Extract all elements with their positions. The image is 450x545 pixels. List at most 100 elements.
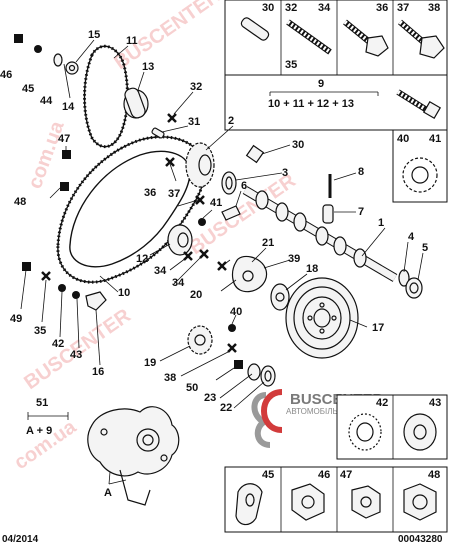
callout-41: 41 bbox=[210, 197, 222, 209]
callout-50: 50 bbox=[186, 382, 198, 394]
idler-pulley bbox=[167, 224, 193, 256]
long-bolt-icon bbox=[396, 89, 442, 120]
footer: 04/2014 00043280 bbox=[2, 534, 443, 545]
tensioner-pulley bbox=[123, 87, 149, 119]
callout-32: 32 bbox=[190, 81, 202, 93]
callout-A: A bbox=[104, 487, 112, 499]
box-label-45: 45 bbox=[262, 469, 274, 481]
callout-5: 5 bbox=[422, 242, 428, 254]
fastener-box-row2: 9 10 + 11 + 12 + 13 bbox=[224, 74, 448, 131]
clip-icon bbox=[235, 483, 263, 526]
callout-6: 6 bbox=[241, 180, 247, 192]
callout-23: 23 bbox=[204, 392, 216, 404]
seal-23 bbox=[247, 363, 261, 381]
timing-belt-upper bbox=[83, 44, 129, 149]
callout-19: 19 bbox=[144, 357, 156, 369]
timing-belt-main bbox=[56, 135, 207, 284]
leader-lines bbox=[20, 39, 424, 485]
callout-34b: 34 bbox=[172, 277, 185, 289]
callout-12: 12 bbox=[136, 253, 148, 265]
end-cap-5 bbox=[405, 277, 423, 299]
callout-16: 16 bbox=[92, 366, 104, 378]
callout-30: 30 bbox=[292, 139, 304, 151]
flange-plate-18 bbox=[270, 283, 290, 311]
callout-1: 1 bbox=[378, 217, 384, 229]
callout-3: 3 bbox=[282, 167, 288, 179]
fastener-box-row4: 42 43 bbox=[336, 394, 448, 460]
stud-icon bbox=[286, 19, 332, 55]
tensioner-nut-15 bbox=[65, 61, 79, 75]
callout-10: 10 bbox=[118, 287, 130, 299]
markers bbox=[14, 34, 243, 369]
callout-35: 35 bbox=[34, 325, 46, 337]
fastener-box-row3: 40 41 bbox=[392, 129, 448, 203]
square-key-30 bbox=[245, 144, 265, 164]
footer-date: 04/2014 bbox=[2, 534, 39, 545]
callout-49: 49 bbox=[10, 313, 22, 325]
box-label-46: 46 bbox=[318, 469, 330, 481]
crank-sprocket bbox=[187, 325, 213, 355]
crankshaft-pulley bbox=[285, 277, 359, 359]
seal-22 bbox=[260, 365, 276, 387]
box-label-48: 48 bbox=[428, 469, 440, 481]
camshaft-sprocket bbox=[185, 142, 215, 188]
cage-nut-icon bbox=[351, 485, 381, 519]
fastener-box-row5: 45 46 47 48 bbox=[224, 466, 448, 533]
box-label-47: 47 bbox=[340, 469, 352, 481]
callout-31: 31 bbox=[188, 116, 200, 128]
callout-47: 47 bbox=[58, 133, 70, 145]
hex-bolt-icon bbox=[398, 19, 445, 59]
callout-34a: 34 bbox=[154, 265, 167, 277]
hex-nut-icon bbox=[403, 483, 437, 521]
toothed-washer-icon bbox=[348, 413, 382, 451]
box-label-41: 41 bbox=[429, 133, 441, 145]
box-label-40: 40 bbox=[397, 133, 409, 145]
callout-15: 15 bbox=[88, 29, 100, 41]
water-pump bbox=[87, 406, 180, 506]
hub-21 bbox=[231, 255, 268, 293]
callout-17: 17 bbox=[372, 322, 384, 334]
box-label-32: 32 bbox=[285, 2, 297, 14]
washer-44 bbox=[53, 53, 63, 67]
callout-45: 45 bbox=[22, 83, 34, 95]
callout-labels: 1 2 3 4 5 6 7 8 10 11 12 13 14 15 16 17 … bbox=[0, 29, 428, 499]
callout-14: 14 bbox=[62, 101, 75, 113]
plain-washer-icon bbox=[403, 413, 437, 451]
callout-18: 18 bbox=[306, 263, 318, 275]
flange-nut-icon bbox=[291, 483, 325, 521]
callout-42: 42 bbox=[52, 338, 64, 350]
bracket-16 bbox=[85, 291, 107, 311]
dowel-pin-icon bbox=[240, 17, 270, 41]
box-label-42: 42 bbox=[376, 397, 388, 409]
callout-48: 48 bbox=[14, 196, 26, 208]
callout-11: 11 bbox=[126, 35, 138, 47]
callout-46: 46 bbox=[0, 69, 12, 81]
formula2-number: 51 bbox=[36, 397, 48, 409]
callout-2: 2 bbox=[228, 115, 234, 127]
callout-39: 39 bbox=[288, 253, 300, 265]
footer-reference: 00043280 bbox=[398, 534, 443, 545]
callout-4: 4 bbox=[408, 231, 415, 243]
flange-bolt-icon bbox=[343, 19, 389, 57]
formula-number: 9 bbox=[318, 78, 324, 90]
callout-40: 40 bbox=[230, 306, 242, 318]
callout-8: 8 bbox=[358, 166, 364, 178]
callout-20: 20 bbox=[190, 289, 202, 301]
formula2-text: A + 9 bbox=[26, 425, 52, 437]
fastener-box-row1: 30 32 34 35 36 37 38 bbox=[224, 0, 448, 76]
box-label-36: 36 bbox=[376, 2, 388, 14]
callout-38: 38 bbox=[164, 372, 176, 384]
sleeve-7 bbox=[322, 204, 334, 224]
woodruff-key-6 bbox=[221, 205, 241, 221]
callout-36: 36 bbox=[144, 187, 156, 199]
serrated-washer-icon bbox=[402, 157, 438, 193]
callout-43: 43 bbox=[70, 349, 82, 361]
callout-21: 21 bbox=[262, 237, 274, 249]
box-label-38: 38 bbox=[428, 2, 440, 14]
box-label-34: 34 bbox=[318, 2, 331, 14]
camshaft bbox=[242, 186, 398, 282]
pin-31 bbox=[151, 127, 165, 139]
oil-seal-3 bbox=[221, 171, 237, 195]
callout-13: 13 bbox=[142, 61, 154, 73]
box-label-35: 35 bbox=[285, 59, 297, 71]
